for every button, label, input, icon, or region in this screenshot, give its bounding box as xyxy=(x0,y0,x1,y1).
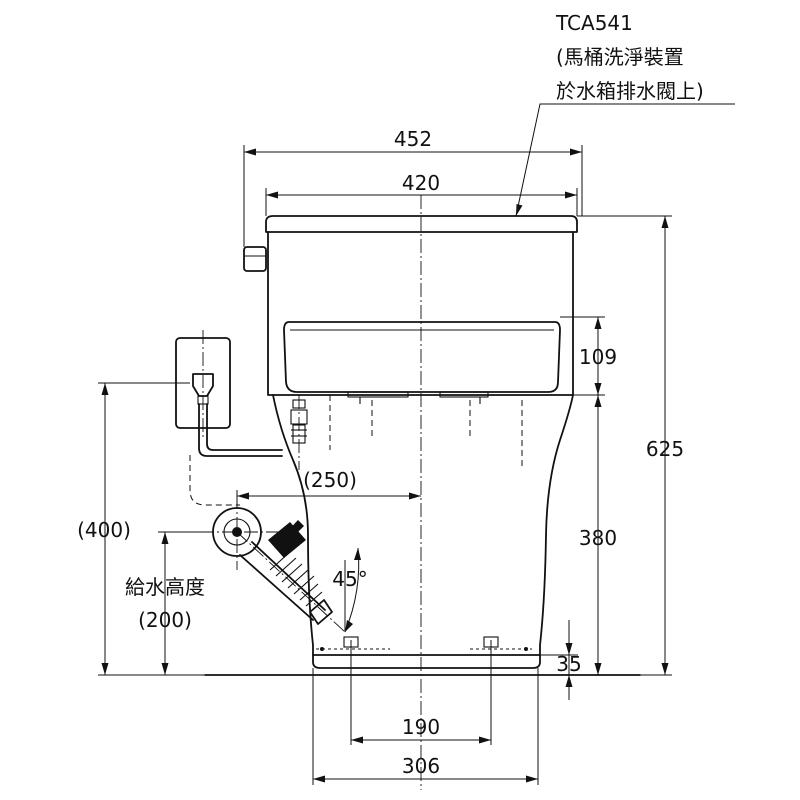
bolt-spacing-label: 190 xyxy=(402,715,440,739)
flush-lever xyxy=(243,246,267,272)
tank xyxy=(243,215,578,396)
dim-base-width xyxy=(312,668,539,785)
dim-supply-height xyxy=(158,531,213,675)
dim-supply-height-max xyxy=(98,382,205,676)
dim-bolt-spacing xyxy=(350,705,492,745)
supply-offset-label: (250) xyxy=(303,468,357,492)
seat-height-label: 109 xyxy=(579,345,617,369)
dim-overall-width xyxy=(243,145,583,247)
bowl-body xyxy=(272,394,574,669)
angle-label: 45° xyxy=(332,567,367,591)
rim-height-label: 380 xyxy=(579,526,617,550)
model-note-line2: 於水箱排水閥上) xyxy=(556,79,704,103)
supply-height-default-label: (200) xyxy=(138,608,192,632)
supply-hose xyxy=(198,403,283,457)
model-code: TCA541 xyxy=(555,11,633,35)
dim-tank-width xyxy=(265,188,578,216)
overall-width-label: 452 xyxy=(394,127,432,151)
model-leader-line xyxy=(515,103,735,217)
seat-panel xyxy=(283,321,561,404)
supply-height-label: 給水高度 xyxy=(125,575,205,599)
angled-hose xyxy=(236,520,346,633)
total-height-label: 625 xyxy=(646,437,684,461)
model-note-line1: (馬桶洗淨裝置 xyxy=(556,45,684,69)
tank-width-label: 420 xyxy=(402,171,440,195)
control-panel xyxy=(175,330,231,438)
dim-supply-offset xyxy=(236,490,421,508)
floor-bolt-right xyxy=(470,636,532,705)
floor-bolt-left xyxy=(316,636,390,705)
supply-height-max-label: (400) xyxy=(77,518,131,542)
base-width-label: 306 xyxy=(402,754,440,778)
dim-seat-height xyxy=(560,316,605,396)
floor-clearance-label: 35 xyxy=(556,652,581,676)
stop-valve xyxy=(290,395,308,470)
dim-total-height xyxy=(577,215,672,676)
dim-floor-clearance xyxy=(540,620,578,700)
dim-rim-height xyxy=(594,395,602,675)
